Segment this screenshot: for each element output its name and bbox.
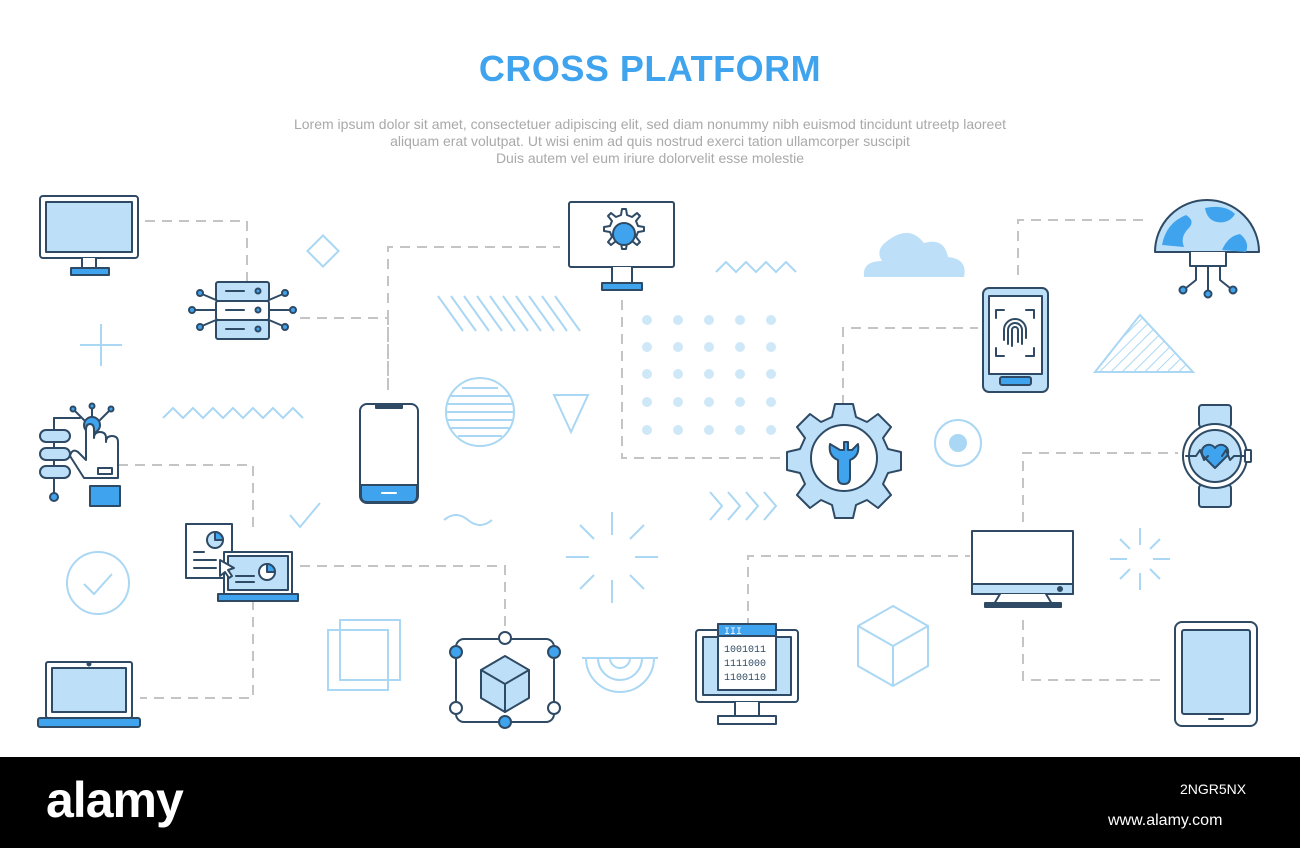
tv-monitor-icon <box>971 530 1074 608</box>
image-id: 2NGR5NX <box>1180 781 1247 797</box>
rainbow-arcs-shape <box>582 657 658 693</box>
tablet-icon <box>1174 621 1258 727</box>
icon-network-artwork: III 1001011 1111000 1100110 <box>37 195 1260 729</box>
burst-shape <box>566 512 658 603</box>
fingerprint-phone-icon <box>982 287 1049 393</box>
description-line: aliquam erat volutpat. Ut wisi enim ad q… <box>390 133 910 149</box>
globe-network-icon <box>1154 199 1260 299</box>
description-line: Lorem ipsum dolor sit amet, consectetuer… <box>293 116 1007 132</box>
striped-triangle-shape <box>1092 313 1196 373</box>
decorative-shapes <box>66 234 1196 693</box>
presentation-documents-icon <box>185 523 299 602</box>
laptop-icon <box>37 661 141 728</box>
chevrons-shape <box>709 491 778 521</box>
check-circle-mark <box>83 573 113 596</box>
description-line: Duis autem vel eum iriure dolorvelit ess… <box>495 150 805 166</box>
target-circle-shape <box>934 419 982 467</box>
checkmark-shape <box>289 502 321 529</box>
diagonal-lines-shape <box>437 295 581 332</box>
burst-shape <box>1110 528 1170 590</box>
infographic-canvas: CROSS PLATFORM Lorem ipsum dolor sit ame… <box>37 48 1260 729</box>
gear-wrench-icon <box>786 403 902 519</box>
server-network-icon <box>188 281 297 340</box>
double-square-shape <box>327 619 401 691</box>
binary-line: 1001011 <box>724 645 766 656</box>
smartwatch-heart-icon <box>1182 404 1252 508</box>
site-url: www.alamy.com <box>1108 812 1223 829</box>
monitor-icon <box>39 195 139 276</box>
connector-lines <box>118 219 1178 699</box>
binary-line: 1111000 <box>724 659 766 670</box>
cloud-icon <box>863 232 965 277</box>
binary-code-computer-icon: III 1001011 1111000 1100110 <box>695 623 799 725</box>
blockchain-cube-icon <box>449 631 561 729</box>
watermark-bar <box>0 757 1300 848</box>
striped-circle-shape <box>445 377 515 447</box>
description-text: Lorem ipsum dolor sit amet, consectetuer… <box>230 116 1070 167</box>
zigzag-shape <box>162 406 304 420</box>
page-title: CROSS PLATFORM <box>478 48 822 89</box>
triangle-shape <box>552 394 590 435</box>
plus-shape <box>80 324 122 366</box>
check-circle-shape <box>66 551 130 615</box>
monitor-gear-icon <box>568 201 675 291</box>
smartphone-icon <box>359 403 419 504</box>
binary-line: 1100110 <box>724 673 766 684</box>
dot-grid-shape <box>642 315 776 435</box>
outline-cube-shape <box>857 604 929 688</box>
zigzag-shape <box>715 260 797 274</box>
alamy-logo: alamy <box>46 772 184 828</box>
diamond-shape <box>306 234 340 268</box>
touch-robot-hand-icon <box>39 402 121 507</box>
binary-header: III <box>724 627 742 638</box>
wave-shape <box>443 514 493 526</box>
